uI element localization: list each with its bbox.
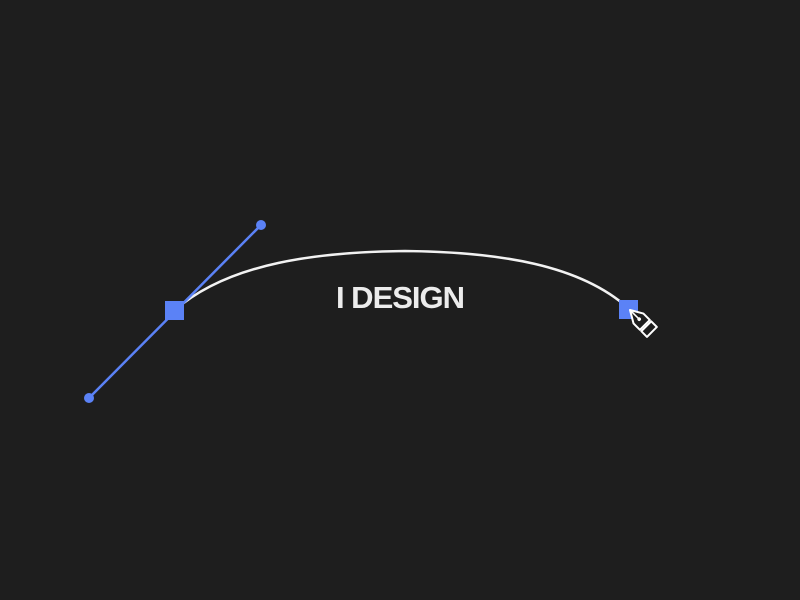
bezier-curve-path[interactable] xyxy=(173,249,630,312)
anchor-point-start[interactable] xyxy=(165,301,184,320)
handle-point-top[interactable] xyxy=(256,220,266,230)
handle-point-bottom[interactable] xyxy=(84,393,94,403)
pen-tool-icon xyxy=(629,309,658,338)
headline-text: I DESIGN xyxy=(335,280,465,315)
